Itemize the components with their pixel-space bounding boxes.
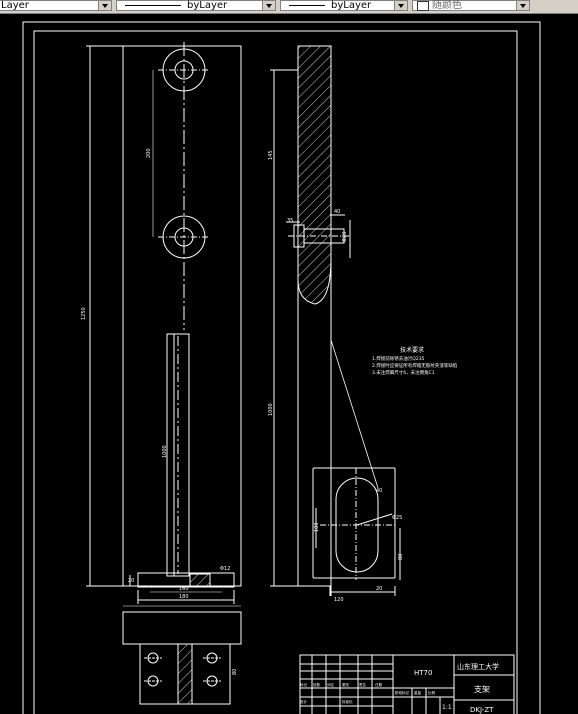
dim-hole-b: Φ25 [392, 515, 402, 521]
linetype-combo[interactable]: byLayer [116, 0, 276, 11]
dim-base-width: 180 [179, 594, 189, 600]
front-view-plate [122, 45, 242, 587]
tb-label-ratio: 比例 [428, 690, 436, 695]
weld-hatch [189, 573, 211, 587]
tb-label-change: 更改 [342, 682, 350, 687]
dim-overall-height: 1250 [81, 307, 87, 320]
layer-combo[interactable]: Layer [0, 0, 112, 11]
outer-frame [22, 21, 541, 714]
tb-label-count: 处数 [313, 682, 321, 687]
dim-pin-span: 200 [146, 148, 152, 158]
tech-req-item-3: 3.未注焊脚尺寸6，未注倒角C1 [372, 369, 435, 376]
tb-label-standard: 标准化 [342, 699, 353, 704]
slot-detail-frame [312, 467, 396, 579]
part-name: 支架 [474, 684, 490, 694]
chevron-down-icon[interactable] [516, 1, 529, 10]
drawing-canvas[interactable]: 1250 200 1000 180 160 20 Φ12 80 145 1000… [0, 14, 578, 714]
dim-slot-offset: 120 [334, 597, 344, 603]
school-name: 山东理工大学 [457, 662, 499, 671]
tb-label-sign: 签名 [359, 682, 366, 687]
dim-base-height-2: 20 [376, 586, 382, 592]
dim-slot-height: 100 [314, 522, 320, 532]
side-view-hatch [297, 45, 332, 305]
scale-value: 1:1 [442, 704, 452, 711]
dim-base-offset: 160 [179, 586, 189, 592]
dim-pin-len: 35 [287, 218, 293, 224]
front-base [137, 572, 235, 588]
dim-base-height: 20 [128, 578, 134, 584]
inner-frame [33, 30, 518, 714]
linetype-preview [125, 5, 181, 6]
dim-upper-span: 145 [268, 150, 274, 160]
dim-bolt-len: 40 [334, 209, 340, 215]
front-rib [166, 333, 190, 577]
color-swatch [417, 0, 429, 11]
dim-fit: Φ20 [342, 232, 348, 242]
tb-label-zone: 分区 [327, 682, 335, 687]
chevron-down-icon[interactable] [98, 1, 111, 10]
tech-req-item-1: 1.焊接前除锈去油污Q235 [372, 355, 425, 362]
dim-bottom-height: 80 [232, 669, 238, 675]
color-combo[interactable]: 随颜色 [412, 0, 530, 11]
toolbar-filler [530, 0, 578, 13]
bottom-view-hatch [177, 643, 193, 705]
title-block [299, 654, 515, 714]
drawing-number: DKJ-ZT [470, 706, 494, 714]
lineweight-preview [289, 5, 325, 6]
properties-toolbar: Layer byLayer byLayer 随颜色 [0, 0, 578, 14]
dim-weld: Φ12 [220, 566, 230, 572]
tb-label-date: 日期 [375, 682, 383, 687]
layer-value: Layer [1, 0, 29, 11]
dim-slot-width: 40 [376, 488, 382, 494]
tech-req-title: 技术要求 [400, 346, 424, 354]
bottom-view-top [122, 611, 242, 645]
dim-slot-length: 80 [398, 554, 404, 560]
lineweight-value: byLayer [331, 0, 372, 11]
chevron-down-icon[interactable] [262, 1, 275, 10]
dim-rib-length: 1000 [162, 445, 168, 458]
tb-label-stage: 阶段标记 [395, 690, 409, 695]
material-label: HT70 [414, 669, 432, 677]
chevron-down-icon[interactable] [394, 1, 407, 10]
tb-label-mark: 标记 [300, 682, 308, 687]
tb-label-weight: 重量 [414, 690, 422, 695]
color-value: 随颜色 [432, 0, 462, 11]
tb-label-design: 设计 [300, 699, 308, 704]
dim-side-length: 1000 [268, 403, 274, 416]
lineweight-combo[interactable]: byLayer [280, 0, 408, 11]
tech-req-item-2: 2.焊接时应保证所有焊缝无裂纹夹渣等缺陷 [372, 362, 458, 369]
linetype-value: byLayer [187, 0, 228, 11]
